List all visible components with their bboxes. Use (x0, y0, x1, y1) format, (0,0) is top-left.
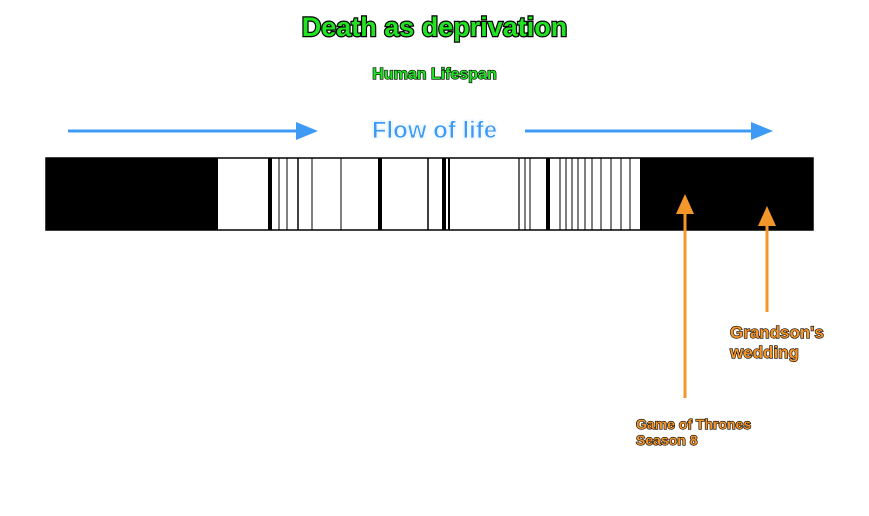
annotation-line: Season 8 (635, 431, 698, 449)
annotation-line: Game of Thrones (635, 415, 752, 432)
arrow-grandsons-wedding (758, 206, 776, 312)
annotation-grandsons-wedding: Grandson's wedding (729, 322, 869, 362)
life-experience-stripes (268, 158, 631, 230)
annotation-game-of-thrones: Game of Thrones Season 8 (635, 415, 816, 449)
post-life-dark-segment (640, 158, 813, 230)
annotation-line: Grandson's (729, 322, 824, 342)
annotation-line: wedding (729, 342, 799, 362)
arrow-game-of-thrones (676, 194, 694, 398)
pre-life-dark-segment (46, 158, 218, 230)
diagram-title: Death as deprivation (301, 11, 569, 43)
flow-of-life-label: Flow of life (371, 117, 498, 145)
diagram-subtitle: Human Lifespan (372, 65, 498, 83)
flow-arrow-left (68, 122, 318, 140)
flow-arrow-right (525, 122, 773, 140)
lifespan-bar (45, 157, 814, 231)
